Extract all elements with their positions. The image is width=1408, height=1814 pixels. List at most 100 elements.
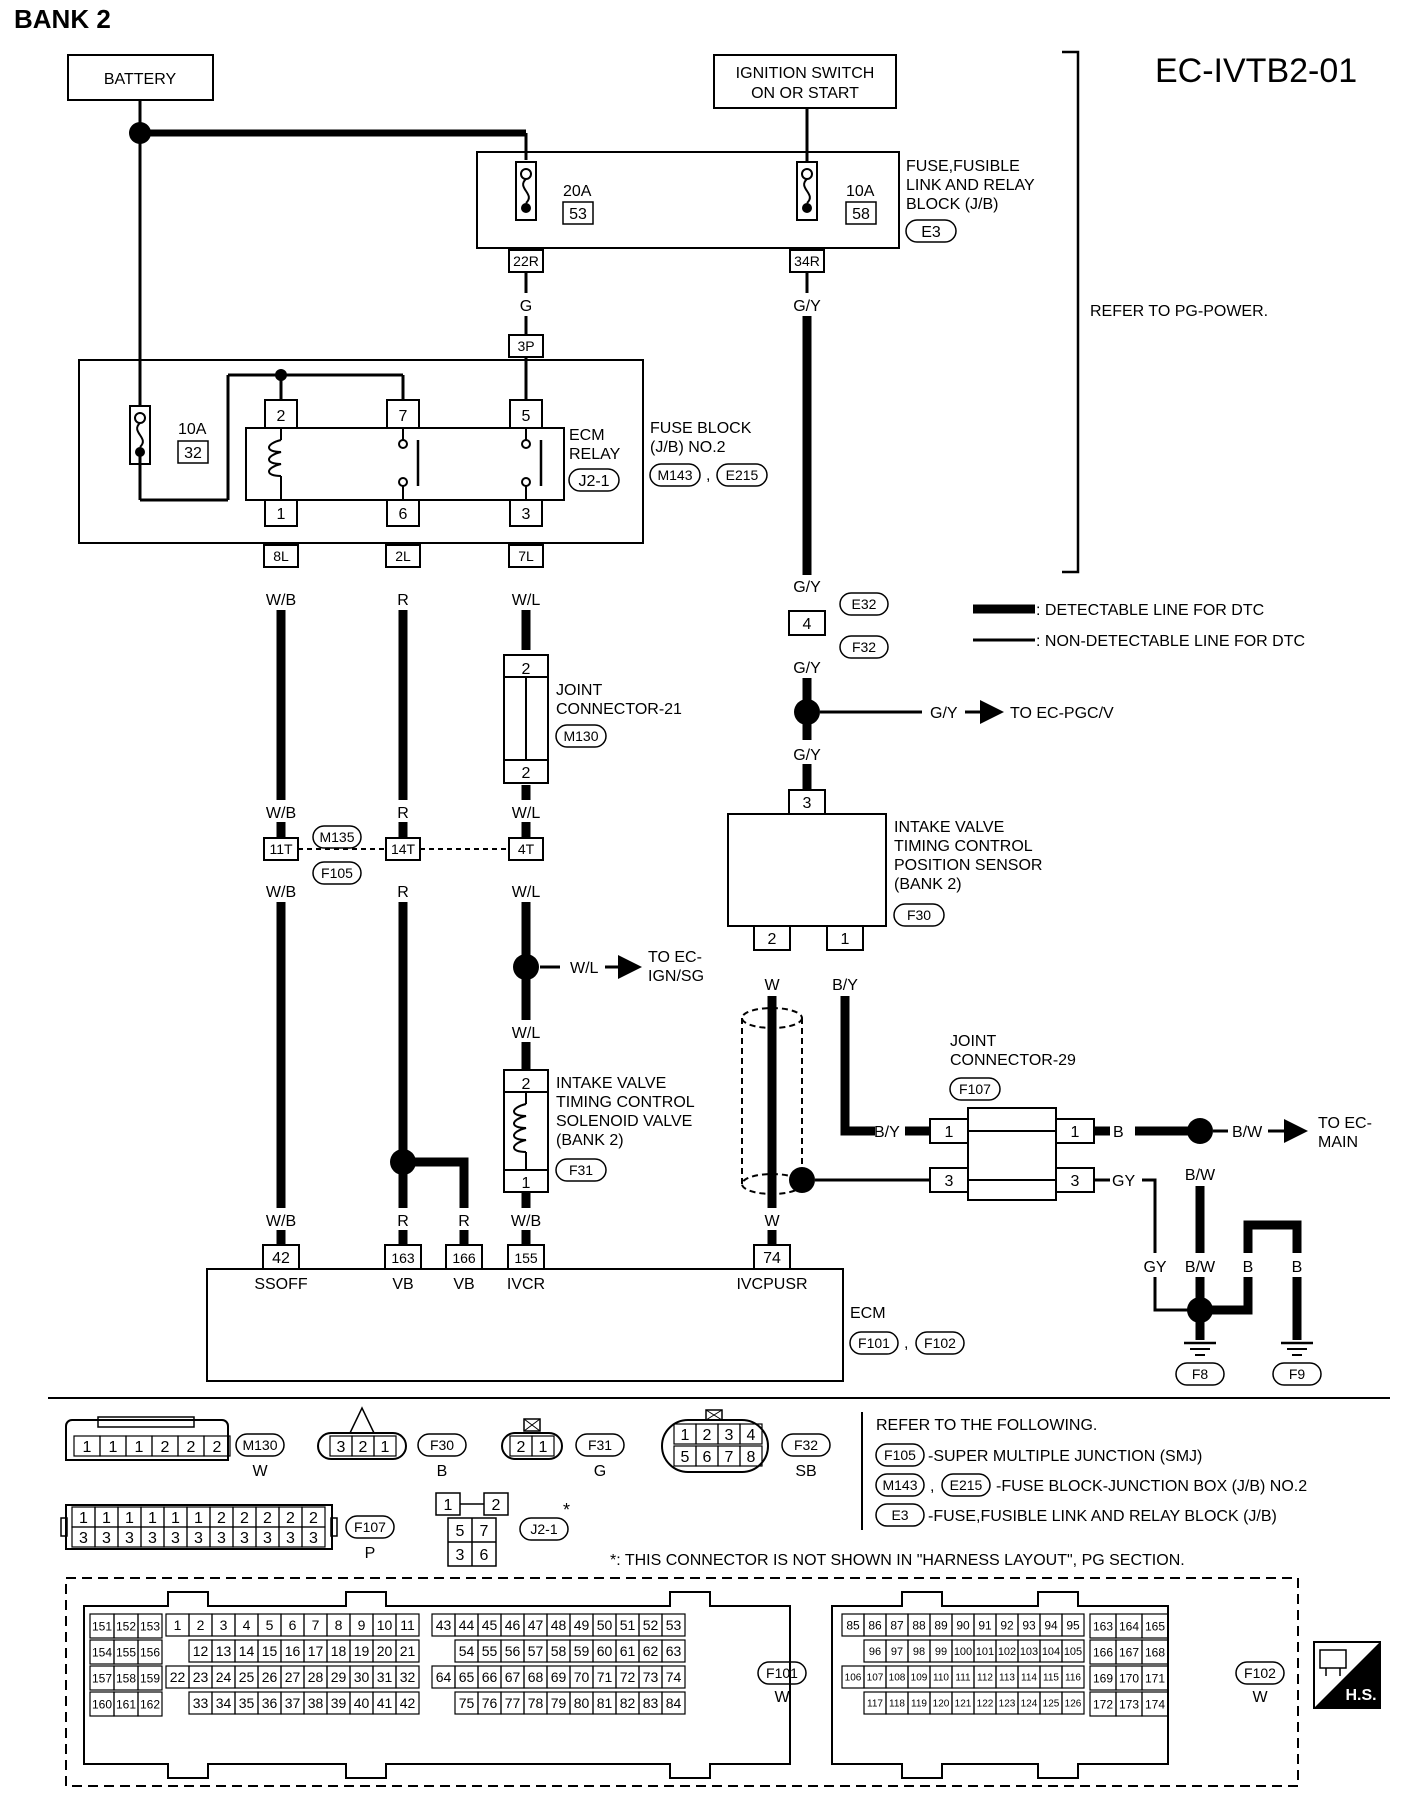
f101-cell-71: 71 [597, 1669, 613, 1685]
f30-cell-3: 3 [337, 1439, 346, 1456]
f102-cell-126: 126 [1065, 1699, 1082, 1710]
f101-cell-3: 3 [220, 1617, 228, 1633]
f102-cell-122: 122 [977, 1699, 994, 1710]
f101-cell-7: 7 [312, 1617, 320, 1633]
f32-cell-6: 6 [703, 1449, 712, 1466]
wire-color-gy2-1: GY [1112, 1173, 1135, 1190]
pin-22r: 22R [513, 253, 539, 269]
f107b-cell-3: 3 [240, 1530, 249, 1547]
wire-color-b-1: B [1113, 1124, 1124, 1141]
wire-color-wl-4: W/L [512, 1025, 541, 1042]
f101-cell-19: 19 [354, 1643, 370, 1659]
relay-label-2: RELAY [569, 446, 621, 463]
f102-cell-167: 167 [1119, 1645, 1139, 1659]
wire-color-wl-2: W/L [512, 805, 541, 822]
f102-cell-123: 123 [999, 1699, 1016, 1710]
f101-cell-30: 30 [354, 1669, 370, 1685]
wire-color-r-4: R [397, 1213, 409, 1230]
f102-cell-115: 115 [1043, 1673, 1059, 1684]
arrow-right-icon [1284, 1119, 1308, 1143]
wire-color-b-2: B [1243, 1259, 1254, 1276]
wire-color-gy-4: G/Y [793, 747, 821, 764]
sensor-label-1: INTAKE VALVE [894, 819, 1004, 836]
f101-cell-25: 25 [239, 1669, 255, 1685]
wire-color-bw-2: B/W [1185, 1167, 1216, 1184]
f101-cell-28: 28 [308, 1669, 324, 1685]
wire-color-wb-3: W/B [266, 884, 296, 901]
f101-cell-153: 153 [140, 1619, 160, 1633]
ecm-pin-42: 42 [272, 1250, 290, 1267]
f101-cell-6: 6 [289, 1617, 297, 1633]
f32-cell-3: 3 [725, 1427, 734, 1444]
f101-cell-31: 31 [377, 1669, 393, 1685]
f102-cell-174: 174 [1145, 1697, 1165, 1711]
m130-cell-1: 1 [109, 1439, 118, 1456]
connector-f105: F105 [321, 865, 353, 881]
solenoid-pin-2: 2 [522, 1076, 531, 1093]
refer-1-text: -SUPER MULTIPLE JUNCTION (SMJ) [928, 1448, 1202, 1465]
f102-cell-91: 91 [978, 1618, 992, 1632]
fuse-block-connector-e215: E215 [726, 467, 759, 483]
jb-label-1: FUSE,FUSIBLE [906, 158, 1020, 175]
f107b-cell-3: 3 [171, 1530, 180, 1547]
f32-cell-1: 1 [681, 1427, 690, 1444]
f107a-cell-2: 2 [263, 1510, 272, 1527]
solenoid-label-4: (BANK 2) [556, 1132, 624, 1149]
relay-pin-6: 6 [399, 506, 408, 523]
jc29-label-2: CONNECTOR-29 [950, 1052, 1076, 1069]
f101-cell-11: 11 [400, 1617, 415, 1633]
position-sensor-box [727, 813, 887, 927]
f101-cell-63: 63 [666, 1643, 682, 1659]
f101-cell-22: 22 [170, 1669, 186, 1685]
wire-color-gy-top: G/Y [793, 298, 821, 315]
connector-e32: E32 [852, 596, 877, 612]
f102-cell-119: 119 [911, 1699, 927, 1710]
f31-cell-1: 1 [539, 1439, 548, 1456]
ecm-connector-f101: F101 [858, 1335, 890, 1351]
relay-switch-1-icon [398, 428, 420, 500]
f101-cell-5: 5 [266, 1617, 274, 1633]
wire-color-gy2-2: GY [1143, 1259, 1166, 1276]
wire-color-bw-3: B/W [1185, 1259, 1216, 1276]
f107a-cell-1: 1 [102, 1510, 111, 1527]
fuse-link-relay-block [476, 151, 900, 249]
f102-cell-107: 107 [867, 1673, 884, 1684]
f101-cell-51: 51 [620, 1617, 636, 1633]
f101-cell-34: 34 [216, 1695, 232, 1711]
solenoid-connector-f31: F31 [569, 1162, 593, 1178]
f101-cell-36: 36 [262, 1695, 278, 1711]
wire-color-w-1: W [764, 977, 780, 994]
pin-7l: 7L [518, 548, 534, 564]
f102-cell-169: 169 [1093, 1671, 1113, 1685]
f101-cell-14: 14 [239, 1643, 255, 1659]
f101-cell-156: 156 [140, 1645, 160, 1659]
gy-splice-dot [794, 699, 820, 725]
wire-color-bw-1: B/W [1232, 1124, 1263, 1141]
f32-cell-7: 7 [725, 1449, 734, 1466]
ecm-box [206, 1268, 844, 1382]
f102-cell-112: 112 [977, 1673, 993, 1684]
f101-cell-58: 58 [551, 1643, 567, 1659]
f102-cell-172: 172 [1093, 1697, 1113, 1711]
joint-connector-29 [967, 1107, 1057, 1201]
f101-cell-79: 79 [551, 1695, 567, 1711]
conn-f31-color: G [594, 1463, 606, 1480]
f101-cell-40: 40 [354, 1695, 370, 1711]
f101-cell-27: 27 [285, 1669, 301, 1685]
f107b-cell-3: 3 [309, 1530, 318, 1547]
pin-11t: 11T [269, 841, 293, 857]
jc29-pin-1-right: 1 [1071, 1124, 1080, 1141]
f101-cell-81: 81 [597, 1695, 613, 1711]
wire-color-b-3: B [1292, 1259, 1303, 1276]
f102-cell-90: 90 [956, 1618, 970, 1632]
harness-note: *: THIS CONNECTOR IS NOT SHOWN IN "HARNE… [610, 1552, 1185, 1569]
jc21-label-2: CONNECTOR-21 [556, 701, 682, 718]
refer-pg-power: REFER TO PG-POWER. [1090, 303, 1268, 320]
f107a-cell-1: 1 [125, 1510, 134, 1527]
fuse-10a-58-icon [796, 161, 818, 221]
f101-cell-29: 29 [331, 1669, 347, 1685]
hs-badge-text: H.S. [1345, 1687, 1376, 1704]
f101-cell-83: 83 [643, 1695, 659, 1711]
sensor-label-4: (BANK 2) [894, 876, 962, 893]
